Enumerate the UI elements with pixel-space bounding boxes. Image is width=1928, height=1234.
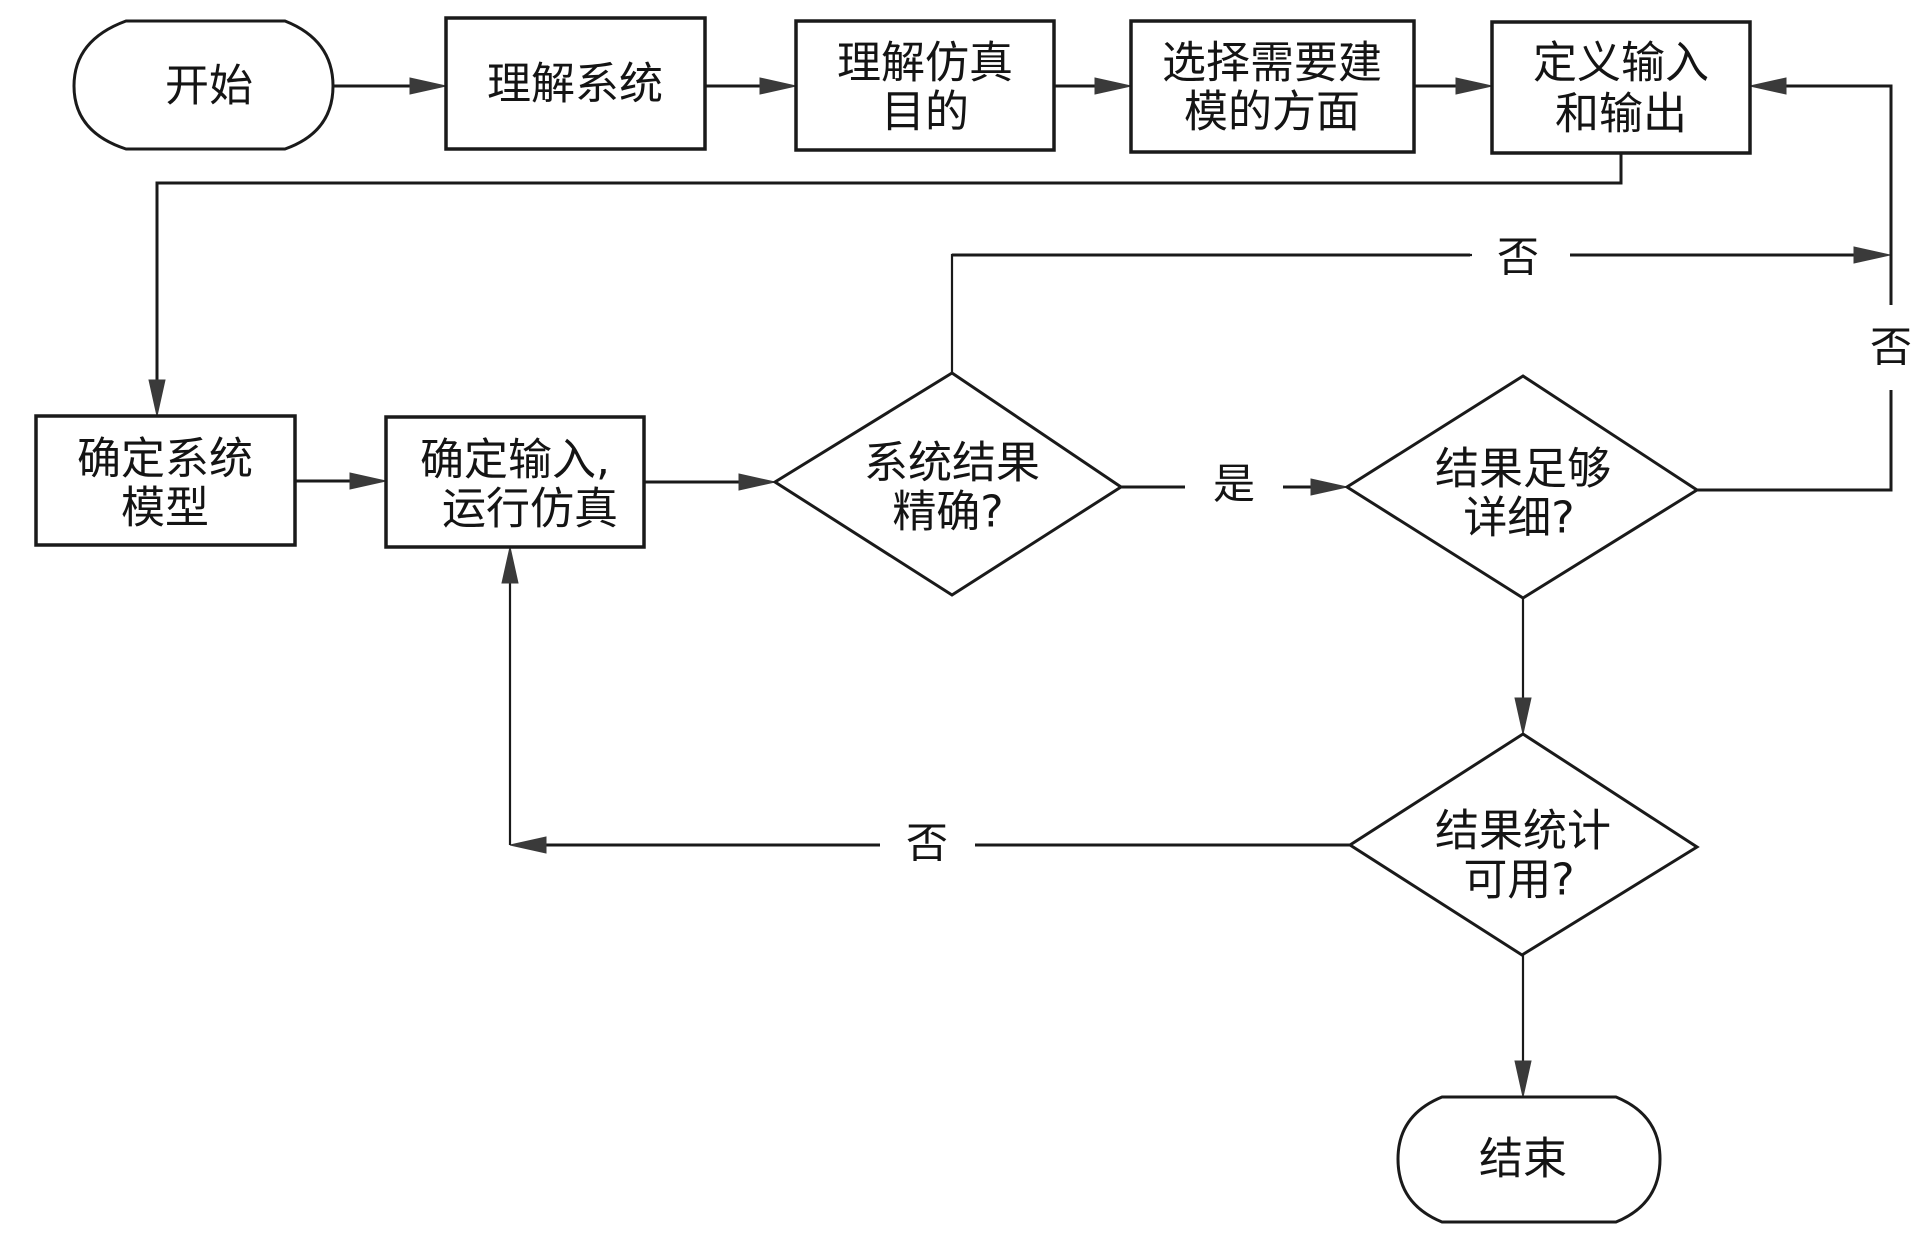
edge-accurate-to-define-io: 否 [950,225,1891,373]
node-detailed-decision: 结果足够 详细? [1344,374,1700,600]
node-select-aspects-line1: 选择需要建 [1162,38,1382,89]
edge-detailed-to-stats-usable [1514,598,1532,735]
node-run-simulation-line1: 确定输入, [420,435,610,486]
node-end-label: 结束 [1479,1134,1567,1185]
node-detailed-line2: 详细? [1463,493,1574,544]
node-accurate-line1: 系统结果 [864,438,1040,489]
node-stats-usable-line1: 结果统计 [1435,806,1611,857]
node-end: 结束 [1396,1095,1662,1224]
edge-define-io-to-determine-model [148,154,1623,417]
node-determine-model-line2: 模型 [121,483,209,534]
node-understand-purpose-line1: 理解仿真 [837,38,1013,89]
node-start-label: 开始 [165,61,253,112]
node-define-io-line2: 和输出 [1555,89,1687,140]
node-select-aspects: 选择需要建 模的方面 [1129,19,1416,154]
node-define-io: 定义输入 和输出 [1490,20,1752,155]
edge-accurate-to-detailed: 是 [1121,460,1348,509]
node-define-io-line1: 定义输入 [1533,38,1709,89]
node-select-aspects-line2: 模的方面 [1184,87,1360,138]
edge-stats-usable-to-run-simulation: 否 [501,546,1350,868]
node-run-simulation: 确定输入, 运行仿真 [384,415,646,549]
edge-label-no-right: 否 [1870,323,1912,372]
node-understand-purpose: 理解仿真 目的 [794,19,1056,152]
node-accurate-line2: 精确? [892,487,1003,538]
node-determine-model: 确定系统 模型 [34,414,297,547]
edge-label-no-bottom: 否 [906,819,948,868]
node-stats-usable-line2: 可用? [1463,855,1574,906]
node-accurate-decision: 系统结果 精确? [772,371,1124,597]
edge-determine-model-to-run-simulation [295,472,387,490]
node-understand-purpose-line2: 目的 [881,87,969,138]
node-start: 开始 [72,19,335,151]
edge-detailed-to-define-io: 否 [1697,77,1912,492]
node-detailed-line1: 结果足够 [1435,444,1611,495]
edge-label-yes: 是 [1213,460,1255,509]
node-understand-system: 理解系统 [444,16,707,151]
edge-start-to-understand-system [333,77,447,95]
edge-understand-purpose-to-select-aspects [1054,77,1132,95]
edge-select-aspects-to-define-io [1414,77,1493,95]
node-run-simulation-line2: 运行仿真 [442,484,618,535]
node-understand-system-label: 理解系统 [487,59,663,110]
edge-label-no-top: 否 [1497,233,1539,282]
node-stats-usable-decision: 结果统计 可用? [1347,732,1700,957]
node-determine-model-line1: 确定系统 [77,434,253,485]
edge-understand-system-to-understand-purpose [705,77,797,95]
edge-run-simulation-to-accurate [644,473,776,491]
edge-stats-usable-to-end [1514,955,1532,1098]
